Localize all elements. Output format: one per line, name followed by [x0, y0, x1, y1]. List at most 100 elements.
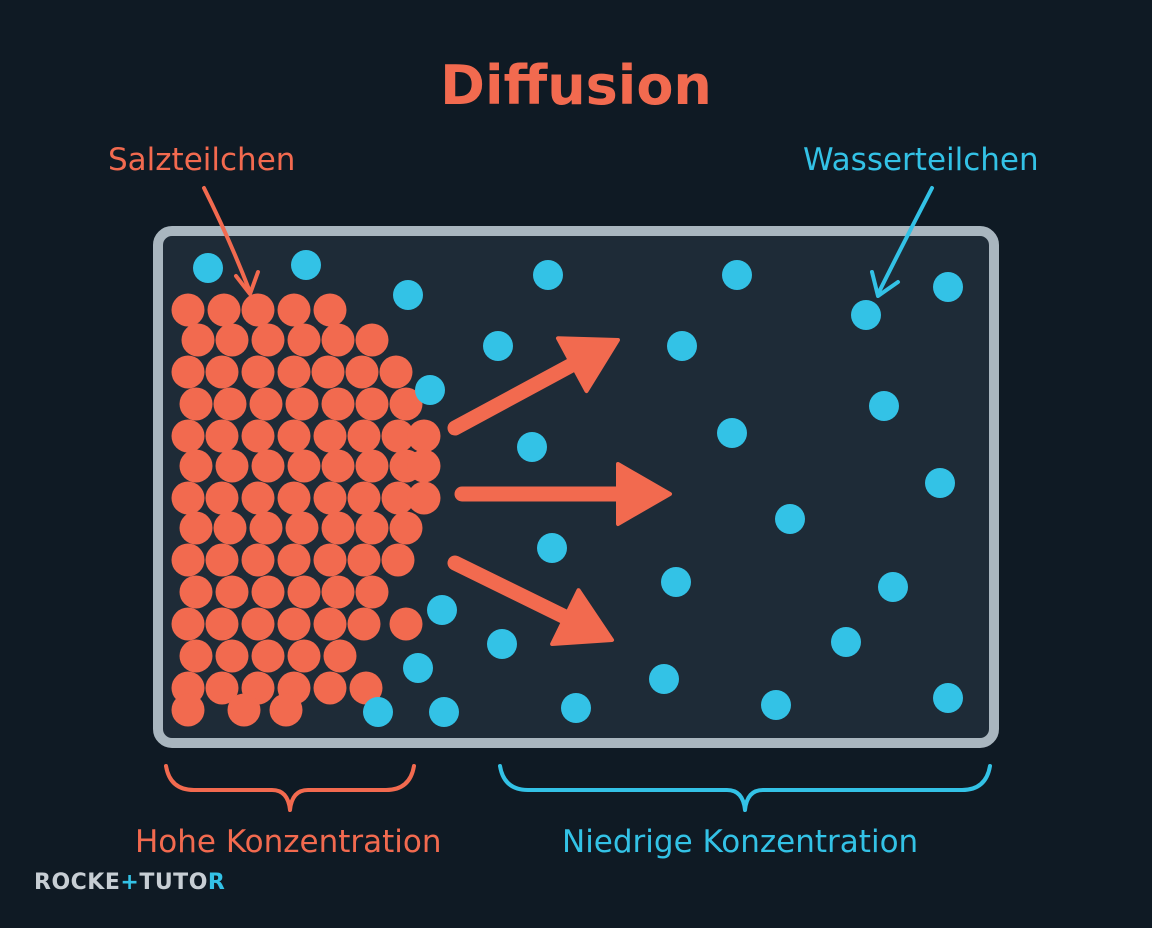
- salt-particle: [171, 693, 205, 727]
- salt-particle: [215, 449, 249, 483]
- salt-particle: [349, 671, 383, 705]
- water-particle: [517, 432, 547, 462]
- water-particle: [537, 533, 567, 563]
- water-particle: [561, 693, 591, 723]
- water-particle: [717, 418, 747, 448]
- salt-particle: [251, 323, 285, 357]
- salt-particle: [381, 419, 415, 453]
- high-concentration-label: Hohe Konzentration: [135, 824, 442, 860]
- label-pointers: [202, 186, 934, 298]
- salt-particle: [227, 693, 261, 727]
- salt-particle: [241, 419, 275, 453]
- water-particle: [933, 272, 963, 302]
- salt-particle: [171, 481, 205, 515]
- salt-particle: [277, 481, 311, 515]
- arrow-right-icon: [447, 336, 620, 436]
- salt-particle: [313, 419, 347, 453]
- salt-particle: [215, 639, 249, 673]
- salt-particle: [171, 355, 205, 389]
- salt-particle: [381, 543, 415, 577]
- salt-particle: [215, 323, 249, 357]
- water-particle: [661, 567, 691, 597]
- salt-particle: [407, 449, 441, 483]
- water-particle: [722, 260, 752, 290]
- salt-particle: [205, 419, 239, 453]
- salt-particle: [277, 607, 311, 641]
- water-particle: [429, 697, 459, 727]
- water-particle: [487, 629, 517, 659]
- salt-particle: [313, 671, 347, 705]
- salt-particle: [241, 481, 275, 515]
- concentration-braces: [164, 764, 992, 812]
- salt-particle: [323, 639, 357, 673]
- salt-particle: [205, 543, 239, 577]
- salt-particle: [287, 323, 321, 357]
- water-particle: [869, 391, 899, 421]
- salt-particle: [171, 543, 205, 577]
- salt-particle: [213, 511, 247, 545]
- salt-particle: [269, 693, 303, 727]
- salt-particle: [249, 387, 283, 421]
- salt-particles: [171, 293, 441, 727]
- water-particle: [933, 683, 963, 713]
- low-concentration-label: Niedrige Konzentration: [562, 824, 919, 860]
- salt-particle: [251, 575, 285, 609]
- salt-particle: [321, 387, 355, 421]
- salt-particle: [207, 293, 241, 327]
- salt-particle: [355, 511, 389, 545]
- salt-particle: [179, 449, 213, 483]
- salt-particle: [171, 293, 205, 327]
- water-particle: [831, 627, 861, 657]
- salt-particle: [347, 543, 381, 577]
- salt-particle: [277, 419, 311, 453]
- salt-particle: [311, 355, 345, 389]
- water-particle: [291, 250, 321, 280]
- salt-particle: [381, 481, 415, 515]
- arrow-right-icon: [454, 462, 672, 526]
- salt-particle: [321, 449, 355, 483]
- water-particle: [403, 653, 433, 683]
- salt-particle: [205, 607, 239, 641]
- salt-particle: [313, 607, 347, 641]
- salt-particle: [389, 511, 423, 545]
- water-particle: [761, 690, 791, 720]
- salt-particle: [181, 323, 215, 357]
- salt-particle: [355, 575, 389, 609]
- water-particle: [415, 375, 445, 405]
- rocketutor-logo: ROCKE+TUTOR: [34, 870, 225, 895]
- water-particle: [393, 280, 423, 310]
- curly-brace-icon: [498, 764, 992, 812]
- salt-particle: [241, 543, 275, 577]
- salt-particle: [285, 511, 319, 545]
- salt-particle: [251, 639, 285, 673]
- salt-particle: [407, 419, 441, 453]
- salt-particle: [321, 511, 355, 545]
- salt-particle: [179, 511, 213, 545]
- salt-particle: [313, 293, 347, 327]
- salt-particle: [215, 575, 249, 609]
- water-label: Wasserteilchen: [803, 142, 1039, 178]
- salt-label: Salzteilchen: [108, 142, 296, 178]
- water-particles: [193, 250, 963, 727]
- logo-text-1: ROCKE: [34, 870, 121, 895]
- water-particle: [667, 331, 697, 361]
- salt-particle: [321, 323, 355, 357]
- salt-particle: [313, 543, 347, 577]
- salt-particle: [389, 387, 423, 421]
- salt-pointer: [202, 186, 260, 296]
- salt-particle: [179, 387, 213, 421]
- logo-text-3: R: [207, 870, 226, 895]
- salt-particle: [277, 543, 311, 577]
- water-particle: [427, 595, 457, 625]
- salt-particle: [313, 481, 347, 515]
- salt-particle: [355, 387, 389, 421]
- salt-particle: [347, 481, 381, 515]
- salt-particle: [241, 293, 275, 327]
- salt-particle: [287, 449, 321, 483]
- arrow-right-icon: [447, 555, 614, 647]
- water-particle: [925, 468, 955, 498]
- diffusion-arrows: [447, 336, 672, 647]
- curly-brace-icon: [164, 764, 416, 812]
- salt-particle: [407, 481, 441, 515]
